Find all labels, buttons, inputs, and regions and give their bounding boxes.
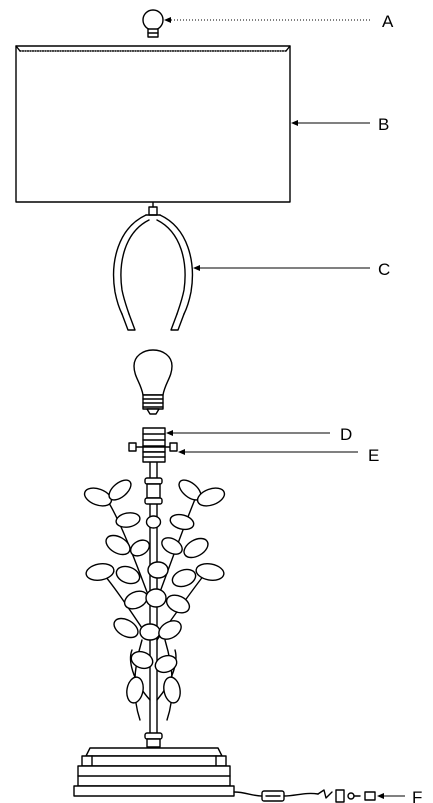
callout-e-label: E: [368, 446, 379, 465]
callout-a-label: A: [382, 12, 394, 31]
callout-e-leader: [178, 449, 358, 455]
callout-d-label: D: [340, 425, 352, 444]
callout-b-leader: [291, 120, 370, 126]
callout-f-leader: [377, 793, 405, 799]
callout-d-leader: [166, 430, 330, 436]
callout-c-leader: [193, 265, 370, 271]
light-bulb-part: [133, 349, 173, 415]
lamp-body: [73, 462, 235, 797]
callout-b-label: B: [378, 115, 389, 134]
socket-part: [142, 427, 166, 453]
callout-a-leader: [164, 17, 372, 23]
harp-part: [112, 202, 194, 331]
callout-f-label: F: [412, 788, 422, 803]
callout-c-label: C: [378, 260, 390, 279]
shade-part: [15, 45, 291, 203]
finial-part: [142, 9, 164, 38]
harp-saddle-part: [128, 442, 178, 463]
cord-and-plug-part: [233, 789, 376, 803]
